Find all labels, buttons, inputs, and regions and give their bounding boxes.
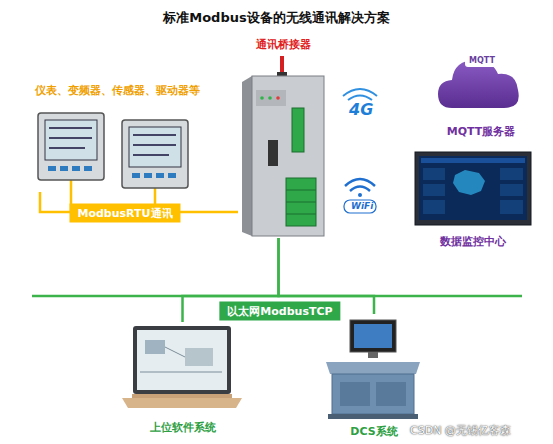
dcs-node: DCS系统 [318,314,430,438]
logo-text: MQTT [469,56,495,65]
bridge-node: 通讯桥接器 [238,38,328,238]
network-badge: 4G [349,100,373,119]
device-group: 仪表、变频器、传感器、驱动器等 [30,84,205,192]
node-label: 上位软件系统 [150,421,216,434]
software-node: 上位软件系统 [120,322,245,434]
meter-device [122,120,188,188]
wifi-icon [344,179,376,213]
4g-icon [343,89,377,100]
bridge-device [242,56,324,236]
monitor-screen [415,152,531,225]
node-label: 数据监控中心 [440,235,506,248]
cloud-icon [438,55,519,108]
meter-device [38,113,104,180]
diagram-title: 标准Modbus设备的无线通讯解决方案 [0,9,553,27]
monitor-node: 数据监控中心 [412,150,534,248]
bus-label: 以太网ModbusTCP [219,302,340,321]
bus-label: ModbusRTU通讯 [69,204,180,223]
laptop [122,326,242,408]
node-label: 仪表、变频器、传感器、驱动器等 [35,84,200,97]
node-label: DCS系统 [350,425,397,438]
node-label: MQTT服务器 [447,125,516,138]
node-label: 通讯桥接器 [256,38,311,51]
watermark: CSDN @无锡亿客森 [410,423,511,438]
dcs-console [326,320,420,419]
ethernet-bus [32,295,522,298]
network-badge: WiFi [351,201,373,211]
